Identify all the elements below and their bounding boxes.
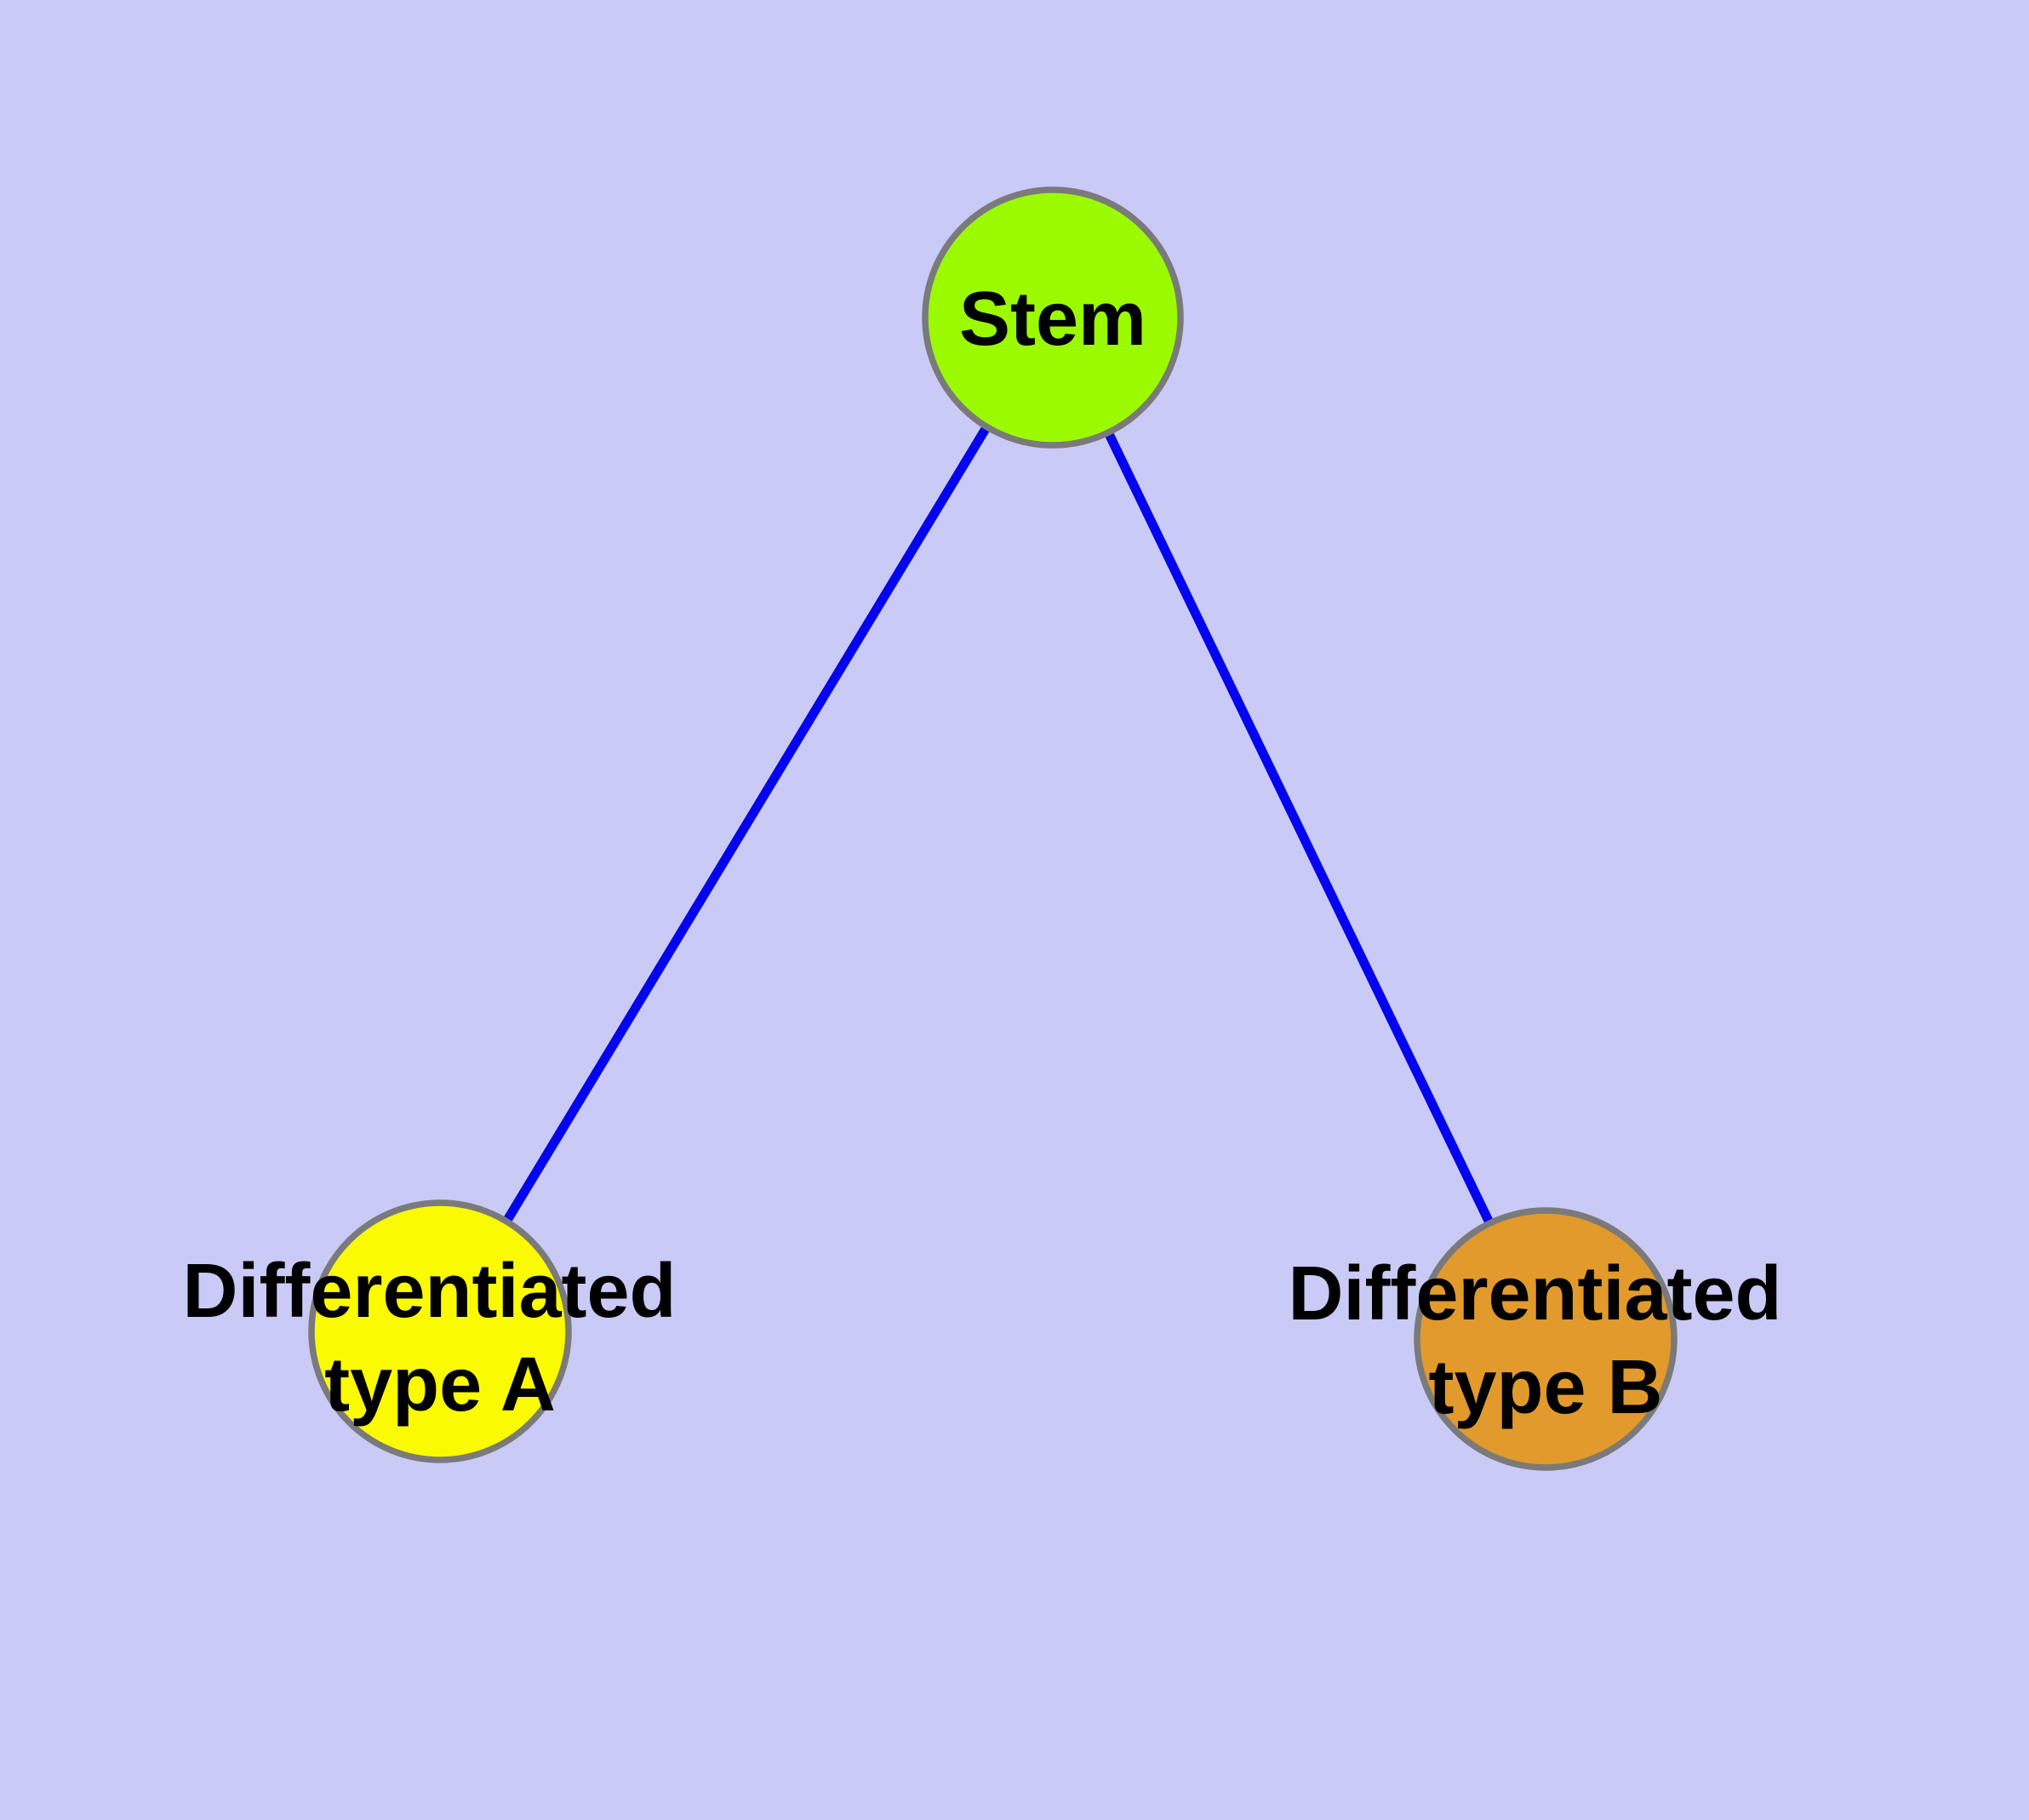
node-layer [308, 186, 1677, 1471]
node-stem-label: Stem [959, 277, 1146, 362]
edge-layer [436, 315, 1550, 1342]
edge-stem-to-type-b [1049, 315, 1550, 1342]
label-layer: Stem Differentiated type A Differentiate… [182, 277, 1803, 1430]
node-stem [922, 186, 1184, 449]
node-differentiated-type-b [1414, 1207, 1677, 1471]
node-stem-label-line: Stem [959, 277, 1146, 362]
node-differentiated-type-b-label: Differentiated type B [1288, 1251, 1803, 1430]
node-differentiated-type-a-label-line-2: type A [324, 1342, 556, 1428]
node-differentiated-type-a-label-line-1: Differentiated [182, 1249, 676, 1334]
edge-stem-to-type-a [436, 315, 1057, 1334]
node-differentiated-type-b-label-line-1: Differentiated [1288, 1251, 1781, 1336]
node-differentiated-type-b-label-line-2: type B [1428, 1345, 1662, 1430]
node-differentiated-type-a [308, 1199, 572, 1463]
node-differentiated-type-a-label: Differentiated type A [182, 1249, 697, 1428]
